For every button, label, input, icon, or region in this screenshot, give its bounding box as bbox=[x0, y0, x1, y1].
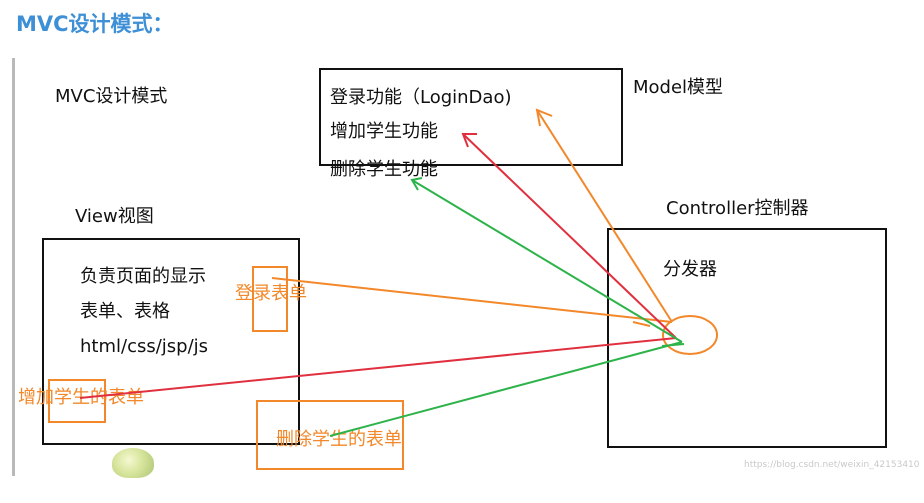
controller-to-add-arrow bbox=[462, 133, 677, 339]
dispatcher-ellipse bbox=[662, 315, 718, 355]
controller-to-delete-arrow bbox=[411, 179, 683, 343]
model-box bbox=[319, 68, 623, 166]
view-item-forms: 表单、表格 bbox=[80, 301, 170, 322]
view-box bbox=[42, 238, 300, 445]
view-label: View视图 bbox=[75, 206, 154, 227]
add-form-box bbox=[48, 379, 106, 423]
delete-tick bbox=[661, 343, 685, 347]
login-form-label: 登录表单 bbox=[235, 283, 307, 304]
delete-arrows bbox=[329, 177, 685, 437]
model-label: Model模型 bbox=[633, 77, 724, 98]
page-heading: MVC设计模式： bbox=[16, 12, 174, 36]
model-item-login: 登录功能（LoginDao) bbox=[330, 87, 512, 108]
view-item-display: 负责页面的显示 bbox=[80, 266, 206, 287]
login-arrows bbox=[271, 108, 673, 327]
login-form-box bbox=[252, 266, 288, 332]
controller-box bbox=[607, 228, 887, 448]
delete-form-label: 删除学生的表单 bbox=[276, 429, 402, 450]
login-form-to-controller-arrow bbox=[271, 277, 673, 323]
add-arrows bbox=[79, 133, 677, 399]
controller-label: Controller控制器 bbox=[666, 198, 809, 219]
watermark-text: https://blog.csdn.net/weixin_42153410 bbox=[744, 460, 920, 470]
login-tick bbox=[632, 321, 651, 327]
model-item-delete: 删除学生功能 bbox=[330, 159, 438, 180]
delete-form-to-controller-arrow bbox=[329, 341, 683, 437]
diagram-title: MVC设计模式 bbox=[55, 86, 168, 107]
delete-form-box bbox=[256, 400, 404, 470]
decorative-plant-image bbox=[112, 448, 154, 478]
add-arrowhead bbox=[461, 133, 477, 148]
diagram-canvas bbox=[12, 58, 915, 476]
add-form-to-controller-arrow bbox=[79, 337, 677, 399]
model-item-add: 增加学生功能 bbox=[330, 121, 438, 142]
login-arrowhead bbox=[535, 108, 553, 127]
controller-to-login-dao-arrow bbox=[536, 109, 673, 323]
delete-arrowhead bbox=[410, 177, 423, 191]
dispatcher-label: 分发器 bbox=[663, 259, 717, 280]
view-item-tech: html/css/jsp/js bbox=[80, 336, 209, 357]
